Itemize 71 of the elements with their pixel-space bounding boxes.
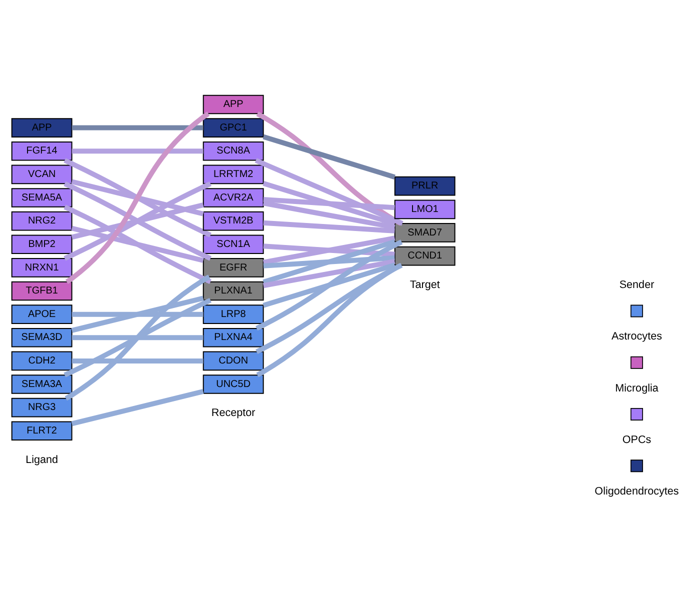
- connector: [256, 263, 403, 354]
- node-box: SEMA3D: [11, 328, 72, 348]
- connector: [64, 298, 212, 378]
- connector: [263, 220, 395, 234]
- connector: [64, 274, 210, 401]
- connector: [262, 134, 396, 180]
- label: Ligand: [26, 454, 58, 466]
- connector: [256, 240, 403, 331]
- legend-label: Microglia: [615, 382, 658, 394]
- connector: [72, 335, 204, 340]
- node-box: EGFR: [202, 258, 264, 278]
- connector: [72, 358, 204, 364]
- node-box: LMO1: [394, 200, 456, 220]
- connector: [262, 236, 396, 265]
- connector: [65, 112, 210, 284]
- connector: [71, 296, 204, 333]
- connector: [262, 239, 396, 284]
- legend-label: OPCs: [622, 434, 652, 446]
- node-box: CCND1: [394, 246, 456, 266]
- node-box: UNC5D: [202, 374, 264, 394]
- legend-label: Astrocytes: [612, 330, 662, 343]
- node-box: NRG2: [11, 211, 72, 231]
- label: Sender: [619, 279, 654, 292]
- label: Target: [410, 279, 440, 292]
- node-box: FLRT2: [11, 421, 72, 441]
- connector: [64, 158, 212, 238]
- node-box: VSTM2B: [202, 211, 264, 231]
- node-box: SEMA5A: [11, 188, 72, 208]
- node-box: GPC1: [202, 118, 264, 138]
- node-box: SMAD7: [394, 223, 456, 242]
- node-box: FGF14: [11, 141, 72, 161]
- node-box: SCN8A: [202, 141, 264, 161]
- connector: [262, 200, 396, 230]
- node-box: VCAN: [11, 164, 72, 184]
- node-box: ACVR2A: [202, 188, 264, 208]
- node-box: CDON: [202, 351, 264, 371]
- connector: [262, 181, 396, 226]
- legend-label: Oligodendrocytes: [594, 486, 679, 498]
- connector: [64, 181, 212, 261]
- connector: [254, 158, 404, 226]
- node-box: SEMA3A: [11, 374, 72, 394]
- label: Receptor: [211, 407, 256, 420]
- node-box: PLXNA4: [202, 328, 264, 348]
- node-box: TGFB1: [11, 281, 72, 301]
- node-box: CDH2: [11, 351, 72, 371]
- node-box: PLXNA1: [202, 281, 264, 301]
- connector: [262, 258, 396, 288]
- connector: [263, 197, 395, 210]
- node-box: SCN1A: [202, 234, 264, 254]
- connector: [72, 312, 204, 317]
- node-box: PRLR: [394, 176, 456, 196]
- connector: [72, 125, 204, 130]
- node-box: APOE: [11, 304, 72, 324]
- node-box: NRXN1: [11, 258, 72, 278]
- connector: [64, 204, 212, 284]
- connector: [256, 112, 402, 226]
- node-box: APP: [202, 94, 264, 114]
- connector: [71, 389, 204, 426]
- connector: [262, 262, 396, 308]
- connector: [256, 263, 402, 378]
- node-box: LRP8: [202, 304, 264, 324]
- connector: [71, 179, 204, 216]
- connector: [263, 244, 395, 257]
- connector: [71, 226, 204, 263]
- node-box: APP: [11, 118, 72, 138]
- connector: [72, 148, 204, 154]
- node-box: NRG3: [11, 398, 72, 418]
- connector: [263, 255, 395, 268]
- node-box: LRRTM2: [202, 164, 264, 184]
- node-box: BMP2: [11, 234, 72, 254]
- connector: [71, 202, 204, 240]
